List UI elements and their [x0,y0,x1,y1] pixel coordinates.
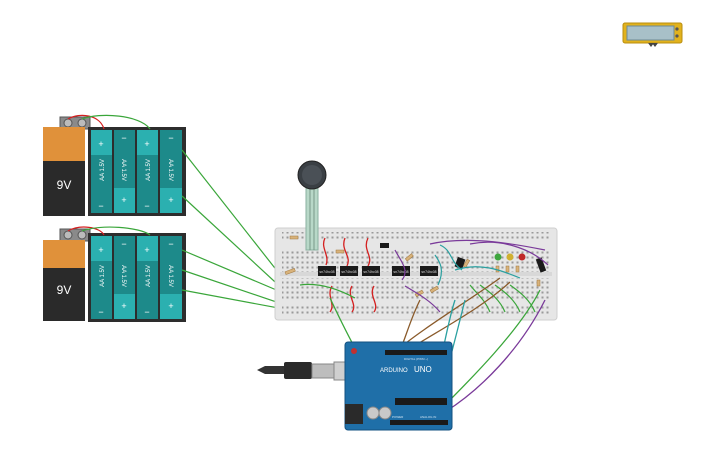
svg-text:DIGITAL (PWM ~): DIGITAL (PWM ~) [404,357,428,361]
svg-text:AA 1.5V: AA 1.5V [167,265,173,287]
svg-text:−: − [98,201,103,211]
svg-text:−: − [168,133,173,143]
lcd-display[interactable] [622,22,683,47]
ic-chip-2: sn74hc08 [340,266,358,276]
ic-chip-3: sn74hc08 [362,266,380,276]
svg-text:AA 1.5V: AA 1.5V [120,265,126,287]
svg-text:AA 1.5V: AA 1.5V [120,159,126,181]
svg-text:−: − [168,239,173,249]
svg-text:+: + [144,245,149,255]
led-green-icon [494,253,502,261]
ic-chip-1: sn74hc08 [318,266,336,276]
svg-text:−: − [144,307,149,317]
battery-9v-label: 9V [57,178,72,192]
battery-9v-1[interactable]: 9V [43,116,91,216]
svg-text:−: − [121,239,126,249]
svg-text:AA 1.5V: AA 1.5V [100,159,106,181]
aa-battery-pack-2[interactable]: + − + − − + − + AA 1.5V AA 1.5V AA 1.5V … [88,233,186,322]
svg-text:ANALOG IN: ANALOG IN [420,415,436,419]
force-sensor[interactable] [297,160,327,251]
svg-text:−: − [144,201,149,211]
svg-text:+: + [121,195,126,205]
ic-chip-5: sn74hc08 [420,266,438,276]
svg-text:+: + [168,195,173,205]
aa-battery-pack-1[interactable]: + − + − − + − + AA 1.5V AA 1.5V AA 1.5V … [88,127,186,216]
svg-text:sn74hc08: sn74hc08 [421,270,436,274]
svg-text:sn74hc08: sn74hc08 [341,270,356,274]
svg-text:AA 1.5V: AA 1.5V [146,265,152,287]
svg-text:sn74hc08: sn74hc08 [363,270,378,274]
svg-text:−: − [121,133,126,143]
usb-cable[interactable] [257,361,355,381]
battery-9v-label: 9V [57,283,72,297]
leds [494,253,526,261]
arduino-uno[interactable]: ARDUINO UNO DIGITAL (PWM ~) POWER ANALOG… [344,341,453,431]
svg-text:+: + [121,301,126,311]
led-red-icon [518,253,526,261]
svg-text:AA 1.5V: AA 1.5V [146,159,152,181]
svg-text:+: + [168,301,173,311]
svg-text:sn74hc08: sn74hc08 [319,270,334,274]
svg-text:AA 1.5V: AA 1.5V [100,265,106,287]
ic-chips[interactable]: sn74hc08 sn74hc08 sn74hc08 sn74hc08 sn74… [318,243,438,276]
svg-text:−: − [98,307,103,317]
svg-text:sn74hc08: sn74hc08 [393,270,408,274]
breadboard-signal-wires [299,239,549,313]
battery-9v-2[interactable]: 9V [43,228,91,321]
ic-chip-4: sn74hc08 [392,266,410,276]
svg-text:+: + [144,139,149,149]
svg-text:AA 1.5V: AA 1.5V [167,159,173,181]
svg-text:+: + [98,139,103,149]
svg-text:+: + [98,245,103,255]
arduino-brand-label: ARDUINO [380,368,408,374]
led-yellow-icon [506,253,514,261]
svg-text:POWER: POWER [392,415,404,419]
arduino-model-label: UNO [414,365,432,374]
